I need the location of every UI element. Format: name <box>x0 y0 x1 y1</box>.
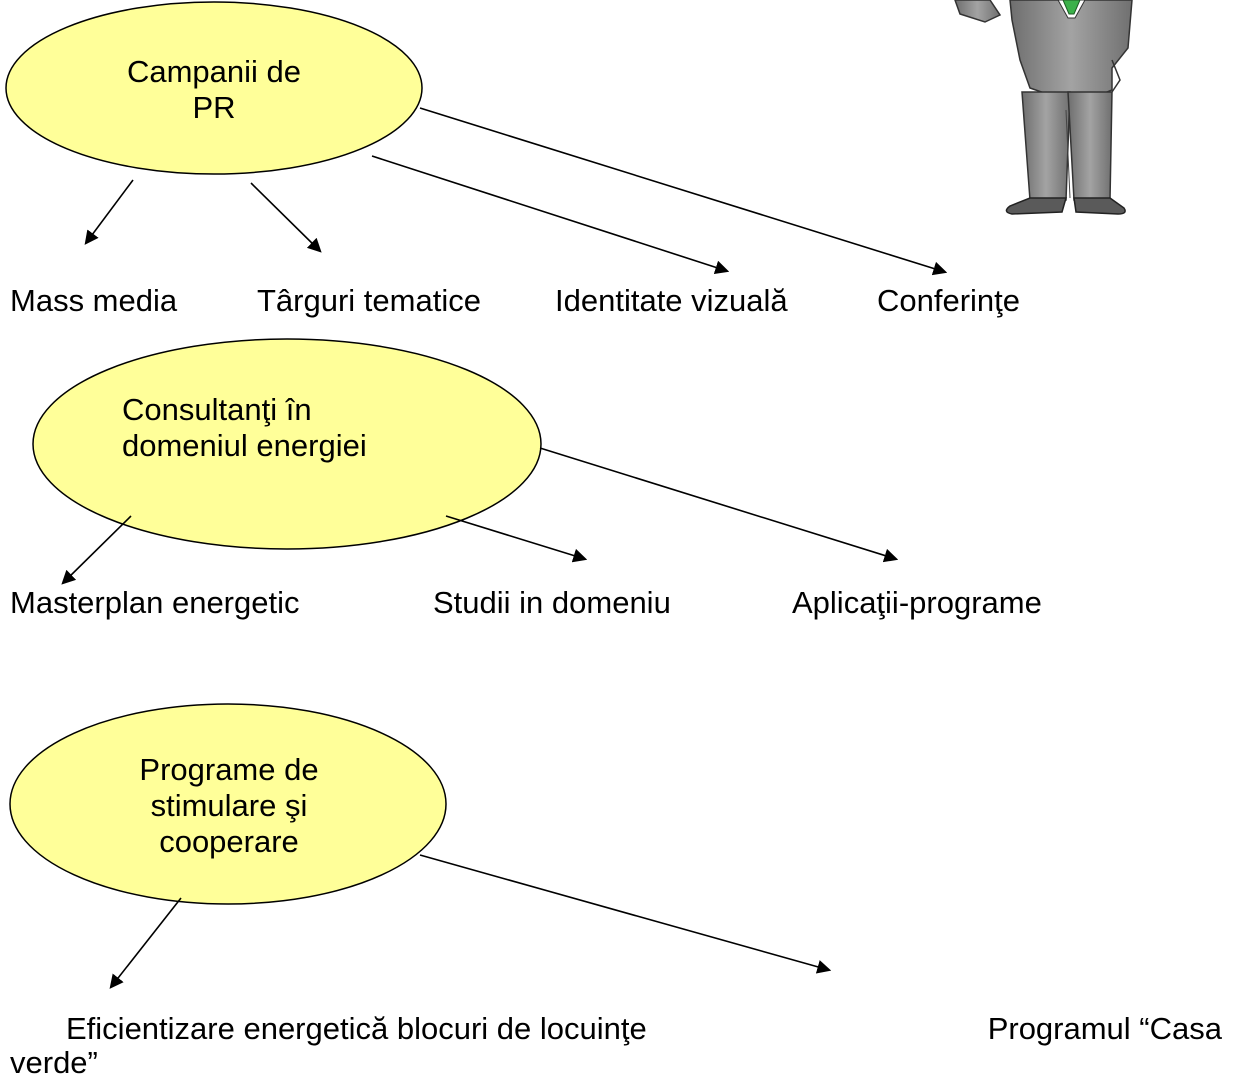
arrow-to-aplicatii <box>539 447 899 563</box>
label-aplicatii: Aplicaţii-programe <box>792 585 1042 620</box>
businessman-figure <box>954 0 1133 215</box>
label-targuri-tematice: Târguri tematice <box>257 283 481 318</box>
bubble-title-line: stimulare şi <box>150 788 308 823</box>
bubble-title-line: Programe de <box>139 752 319 787</box>
arrow-to-mass-media <box>84 179 134 245</box>
arrow-to-conferinte <box>419 107 948 276</box>
bubble-campanii-pr <box>5 1 423 175</box>
label-row-programe: Eficientizare energetică blocuri de locu… <box>66 1011 1222 1047</box>
bubble-title-line: Consultanţi în <box>122 392 312 427</box>
bubble-programe <box>9 703 447 905</box>
label-conferinte: Conferinţe <box>877 283 1021 318</box>
arrow-to-targuri <box>250 182 322 253</box>
bubble-consultanti <box>32 338 542 550</box>
bubble-title-line: domeniul energiei <box>122 428 367 463</box>
label-eficientizare: Eficientizare energetică blocuri de locu… <box>66 1011 647 1046</box>
label-studii: Studii in domeniu <box>433 585 671 620</box>
arrow-to-eficientizare <box>109 897 182 989</box>
label-casa-verde-tail: verde” <box>10 1045 98 1080</box>
bubble-title-line: cooperare <box>159 824 299 859</box>
arrow-to-studii <box>445 515 588 563</box>
label-mass-media: Mass media <box>10 283 178 318</box>
bubble-title-consultanti: Consultanţi în domeniul energiei <box>122 392 367 464</box>
arrow-to-identitate <box>371 155 730 275</box>
label-casa-verde: Programul “Casa <box>987 1011 1222 1046</box>
bubble-title-programe: Programe de stimulare şi cooperare <box>79 752 379 860</box>
bubble-title-line: PR <box>192 90 236 125</box>
bubble-title-line: Campanii de <box>126 54 302 89</box>
label-masterplan: Masterplan energetic <box>10 585 300 620</box>
label-identitate-vizuala: Identitate vizuală <box>555 283 788 318</box>
arrow-to-masterplan <box>61 515 132 585</box>
bubble-title-campanii: Campanii de PR <box>64 54 364 126</box>
arrow-to-casa-verde <box>419 854 832 974</box>
